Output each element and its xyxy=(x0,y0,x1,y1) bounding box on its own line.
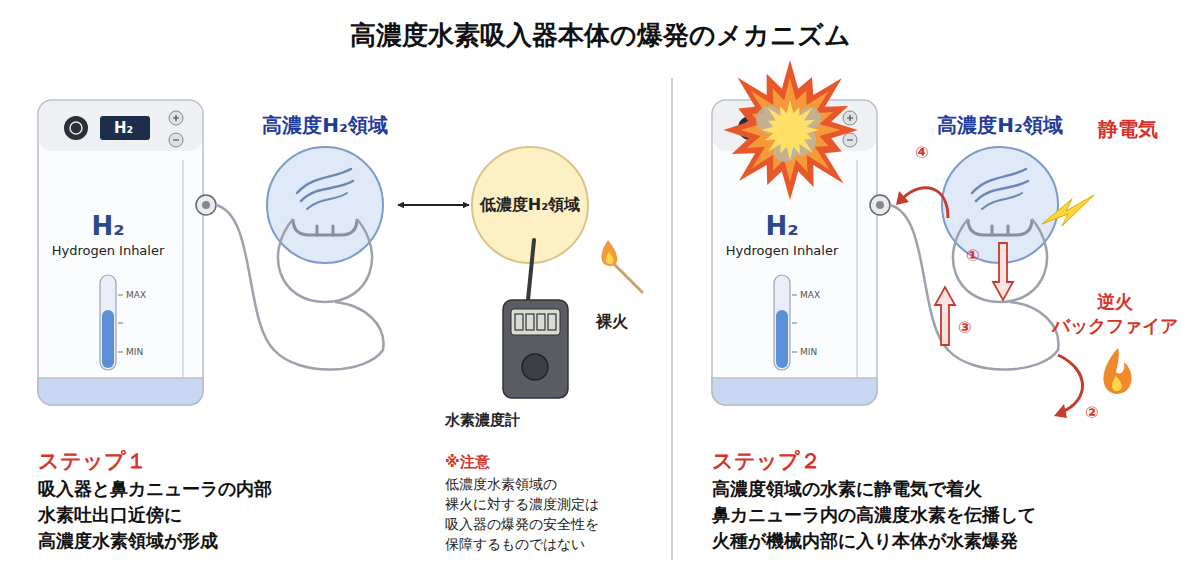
match-flame-core xyxy=(606,252,614,264)
explosion-outer xyxy=(724,60,858,200)
meter-digit xyxy=(548,314,556,330)
node-heading: H₂ xyxy=(765,210,798,242)
device-top-panel xyxy=(39,101,202,151)
inhaler-device: H₂Hydrogen Inhaler xyxy=(712,100,877,405)
device-base xyxy=(38,378,203,405)
meter-digit xyxy=(526,314,534,330)
side-panel-line xyxy=(856,160,858,378)
callout-number: ① xyxy=(966,246,980,266)
screen-text: H₂ xyxy=(114,118,133,138)
node-heading: 高濃度H₂領域 xyxy=(262,112,388,138)
match-stick xyxy=(612,262,642,292)
explosion-core xyxy=(762,100,820,160)
water-gauge xyxy=(774,275,790,370)
hydrogen-wisp xyxy=(982,193,1022,209)
diagram-title: 高濃度水素吸入器本体の爆発のメカニズム xyxy=(0,18,1200,52)
power-button xyxy=(64,116,88,140)
gauge-tick xyxy=(792,323,797,324)
backfire-flame-core xyxy=(1112,376,1122,391)
gauge-tick xyxy=(792,295,797,296)
flame-label: 裸火 xyxy=(596,312,628,332)
inhaler-device: H₂Hydrogen Inhaler xyxy=(38,100,203,405)
step-description: 吸入器と鼻カニューラの内部 水素吐出口近傍に 高濃度水素領域が形成 xyxy=(38,476,300,554)
static-label: 静電気 xyxy=(1098,116,1158,142)
caution-note: 低濃度水素領域の 裸火に対する濃度測定は 吸入器の爆発の安全性を 保障するもので… xyxy=(445,474,615,554)
panel-divider xyxy=(672,78,673,560)
gauge-tick xyxy=(118,295,123,296)
flow-arrow-2 xyxy=(1058,355,1083,412)
backfire-flame xyxy=(1104,348,1132,394)
high-concentration-circle xyxy=(267,147,383,263)
hydrogen-wisp xyxy=(976,181,1028,201)
hydrogen-outlet xyxy=(870,195,890,215)
double-arrow xyxy=(398,204,469,206)
gauge-mark: MAX xyxy=(126,289,146,301)
step-heading: ステップ１ xyxy=(38,447,147,475)
node-text: Hydrogen Inhaler xyxy=(52,242,165,260)
node-text: Hydrogen Inhaler xyxy=(726,242,839,260)
button-sign xyxy=(173,115,179,140)
high-concentration-region: 高濃度H₂領域 xyxy=(255,112,395,263)
node-heading: 低濃度H₂領域 xyxy=(480,195,580,215)
flow-arrowhead-4 xyxy=(896,191,909,205)
explosion-middle xyxy=(741,78,841,182)
water-level xyxy=(102,310,114,368)
meter-digit xyxy=(515,314,523,330)
high-concentration-region: 高濃度H₂領域 xyxy=(930,112,1070,263)
left-panel-illustration xyxy=(38,100,642,405)
gauge-mark: MIN xyxy=(800,346,817,358)
step-description: 高濃度領域の水素に静電気で着火 鼻カニューラ内の高濃度水素を伝播して 火種が機械… xyxy=(712,476,1062,554)
outlet-hole xyxy=(876,201,884,209)
gauge-tick xyxy=(118,323,123,324)
meter-digit xyxy=(537,314,545,330)
match-flame xyxy=(601,240,617,266)
low-concentration-region: 低濃度H₂領域 xyxy=(472,147,588,263)
hydrogen-meter xyxy=(503,300,568,398)
side-panel-line xyxy=(182,160,184,378)
flow-arrowhead-2 xyxy=(1054,404,1067,418)
cannula-prong xyxy=(992,226,1008,235)
low-concentration-circle xyxy=(472,147,588,263)
device-body xyxy=(38,100,203,405)
callout-number: ④ xyxy=(915,143,929,163)
meter-display xyxy=(511,309,560,335)
caution-heading: ※注意 xyxy=(445,452,490,472)
flow-arrow-1 xyxy=(993,243,1013,300)
hydrogen-outlet xyxy=(196,195,216,215)
hydrogen-wisp xyxy=(307,193,347,209)
gauge-tick xyxy=(792,352,797,353)
device-body xyxy=(712,100,877,405)
callout-number: ② xyxy=(1085,403,1099,423)
right-panel-illustration xyxy=(712,60,1132,418)
cannula-loop xyxy=(953,219,1047,302)
meter-antenna xyxy=(528,240,534,300)
callout-number: ③ xyxy=(958,318,972,338)
backfire-label: 逆火 バックファイア xyxy=(1045,290,1185,338)
gauge-mark: MIN xyxy=(126,346,143,358)
gauge-tick xyxy=(118,352,123,353)
flow-arrow-3 xyxy=(935,287,955,345)
node-heading: H₂ xyxy=(91,210,124,242)
water-level xyxy=(776,310,788,368)
hydrogen-wisp xyxy=(301,181,353,201)
meter-knob xyxy=(522,354,548,380)
outlet-hole xyxy=(202,201,210,209)
node-heading: 高濃度H₂領域 xyxy=(937,112,1063,138)
power-icon xyxy=(70,122,82,134)
lcd-screen xyxy=(100,116,150,140)
nasal-cannula xyxy=(968,219,1032,235)
cannula-loop xyxy=(278,219,372,302)
step-heading: ステップ２ xyxy=(712,447,821,475)
water-gauge xyxy=(100,275,116,370)
meter-label: 水素濃度計 xyxy=(445,410,520,430)
cannula-prong xyxy=(317,226,333,235)
flow-arrow-4 xyxy=(903,188,948,218)
gauge-mark: MAX xyxy=(800,289,820,301)
device-base xyxy=(712,378,877,405)
nasal-cannula xyxy=(293,219,357,235)
static-spark xyxy=(1042,195,1094,226)
